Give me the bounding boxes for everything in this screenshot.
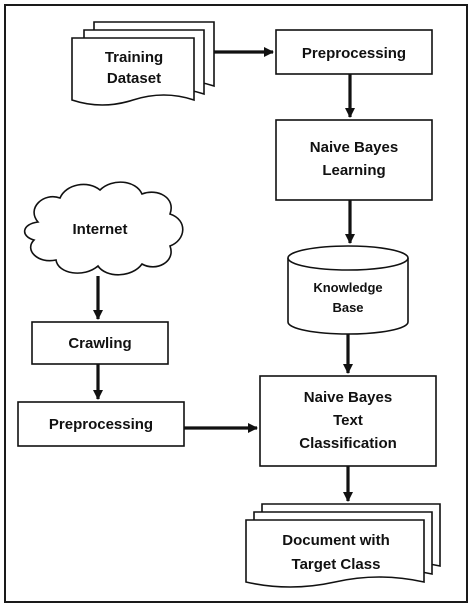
- training-dataset-node: Training Dataset: [71, 21, 215, 106]
- crawling-node: Crawling: [31, 321, 169, 365]
- preprocessing-left-node: Preprocessing: [17, 401, 185, 447]
- nb-classification-label-1: Naive Bayes: [304, 389, 392, 406]
- naive-bayes-learning-node: Naive Bayes Learning: [275, 119, 433, 201]
- internet-node: Internet: [23, 181, 184, 276]
- knowledge-base-label-2: Base: [332, 300, 363, 315]
- knowledge-base-label-1: Knowledge: [313, 280, 382, 295]
- nb-learning-label-2: Learning: [322, 162, 385, 179]
- document-target-label-1: Document with: [282, 532, 390, 549]
- flow-arrows: [93, 47, 355, 502]
- preprocessing-left-label: Preprocessing: [49, 416, 153, 433]
- training-dataset-label-2: Dataset: [107, 70, 161, 87]
- preprocessing-top-label: Preprocessing: [302, 45, 406, 62]
- document-target-node: Document with Target Class: [245, 503, 441, 588]
- preprocessing-top-node: Preprocessing: [275, 29, 433, 75]
- nb-classification-label-2: Text: [333, 412, 363, 429]
- nb-classification-label-3: Classification: [299, 435, 397, 452]
- document-target-label-2: Target Class: [292, 556, 381, 573]
- nb-learning-label-1: Naive Bayes: [310, 139, 398, 156]
- crawling-label: Crawling: [68, 335, 131, 352]
- naive-bayes-classification-node: Naive Bayes Text Classification: [259, 375, 437, 467]
- training-dataset-label-1: Training: [105, 49, 163, 66]
- knowledge-base-node: Knowledge Base: [287, 245, 409, 335]
- internet-label: Internet: [72, 221, 127, 238]
